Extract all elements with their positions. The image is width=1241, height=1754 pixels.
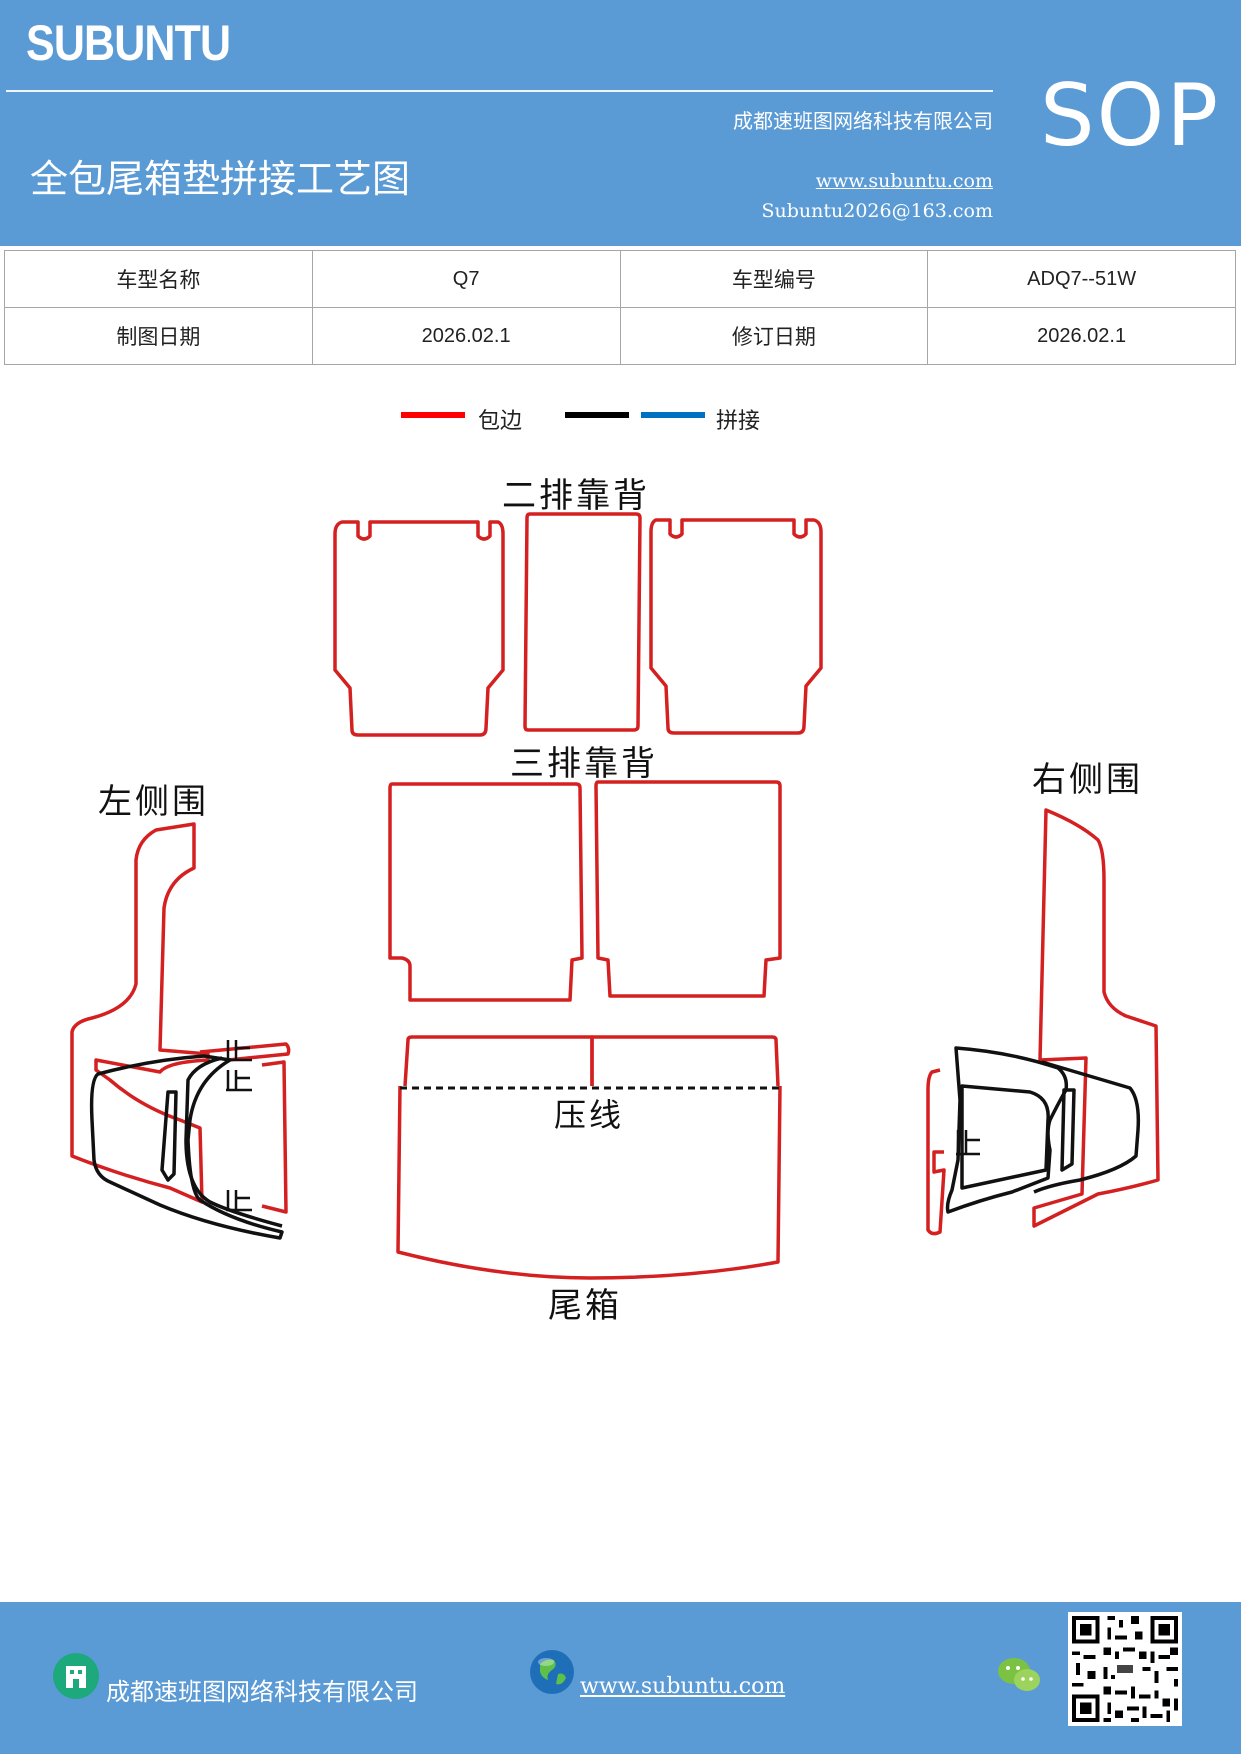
second-row-right-panel xyxy=(649,518,823,735)
diagram-shapes xyxy=(70,512,1160,1280)
trunk-top-left-strip xyxy=(403,1035,594,1087)
stop-mark-left-2 xyxy=(226,1070,252,1092)
label-revision-date: 修订日期 xyxy=(619,307,929,365)
left-side-inner-loop xyxy=(184,1056,283,1228)
legend-label-edge: 包边 xyxy=(478,409,523,434)
value-revision-date: 2026.02.1 xyxy=(927,307,1236,365)
header-banner: SUBUNTU 成都速班图网络科技有限公司 全包尾箱垫拼接工艺图 www.sub… xyxy=(0,0,1241,246)
label-drawing-date: 制图日期 xyxy=(4,307,313,365)
stop-mark-left-3 xyxy=(226,1190,252,1212)
vehicle-info-table: 车型名称 Q7 车型编号 ADQ7--51W 制图日期 2026.02.1 修订… xyxy=(4,250,1236,365)
right-side-outer xyxy=(1032,808,1160,1228)
left-side-slot xyxy=(160,1090,178,1182)
second-row-left-panel xyxy=(333,520,505,737)
legend-swatch-blue xyxy=(641,412,705,418)
trunk-body-panel xyxy=(396,1085,782,1280)
footer-bar: 成都速班图网络科技有限公司 www.subuntu.com xyxy=(0,1602,1241,1754)
value-model-name: Q7 xyxy=(311,250,621,308)
company-name: 成都速班图网络科技有限公司 xyxy=(733,109,993,133)
footer-company-name: 成都速班图网络科技有限公司 xyxy=(106,1678,418,1706)
right-side-slot xyxy=(1060,1088,1076,1172)
table-row: 制图日期 2026.02.1 修订日期 2026.02.1 xyxy=(4,307,1236,365)
second-row-center-panel xyxy=(523,512,642,732)
wechat-icon[interactable] xyxy=(996,1654,1042,1696)
page-title: 全包尾箱垫拼接工艺图 xyxy=(30,157,411,201)
left-side-outer xyxy=(70,822,210,1204)
left-side-inner-ring xyxy=(89,1054,284,1240)
value-model-code: ADQ7--51W xyxy=(927,250,1236,308)
label-left-side: 左侧围 xyxy=(98,782,209,822)
footer-website-link[interactable]: www.subuntu.com xyxy=(580,1674,786,1699)
label-right-side: 右侧围 xyxy=(1032,760,1143,800)
sop-badge: SOP xyxy=(1040,66,1221,166)
legend-swatch-black xyxy=(565,412,629,418)
trunk-top-right-strip xyxy=(590,1035,780,1087)
right-side-inner-loop xyxy=(1033,1060,1141,1194)
stop-mark-right-1 xyxy=(956,1130,980,1156)
label-model-name: 车型名称 xyxy=(4,250,313,308)
brand-logo: SUBUNTU xyxy=(26,15,231,71)
header-divider xyxy=(6,90,993,92)
building-icon xyxy=(53,1653,99,1699)
value-drawing-date: 2026.02.1 xyxy=(311,307,621,365)
right-side-tab-left xyxy=(926,1068,946,1236)
third-row-right-panel xyxy=(594,780,782,998)
left-side-tab-upper xyxy=(199,1042,291,1062)
website-link[interactable]: www.subuntu.com xyxy=(815,170,993,192)
label-third-row-back: 三排靠背 xyxy=(510,744,658,784)
third-row-left-panel xyxy=(388,782,584,1002)
label-trunk: 尾箱 xyxy=(548,1286,622,1326)
stop-mark-left-1 xyxy=(226,1040,252,1062)
label-press-line: 压线 xyxy=(554,1096,625,1134)
legend-label-splice: 拼接 xyxy=(716,409,761,434)
right-side-inner-rect xyxy=(960,1084,1050,1190)
splice-diagram: 二排靠背 三排靠背 左侧围 右侧围 压线 尾箱 xyxy=(0,440,1241,1340)
globe-icon xyxy=(530,1650,574,1694)
label-model-code: 车型编号 xyxy=(619,250,929,308)
left-side-tab-right xyxy=(261,1060,288,1214)
qr-code xyxy=(1068,1612,1182,1726)
line-legend: 包边 拼接 xyxy=(0,400,1241,440)
table-row: 车型名称 Q7 车型编号 ADQ7--51W xyxy=(4,250,1236,308)
label-second-row-back: 二排靠背 xyxy=(502,476,650,516)
email-link[interactable]: Subuntu2026@163.com xyxy=(761,200,993,222)
legend-swatch-red xyxy=(401,412,465,418)
